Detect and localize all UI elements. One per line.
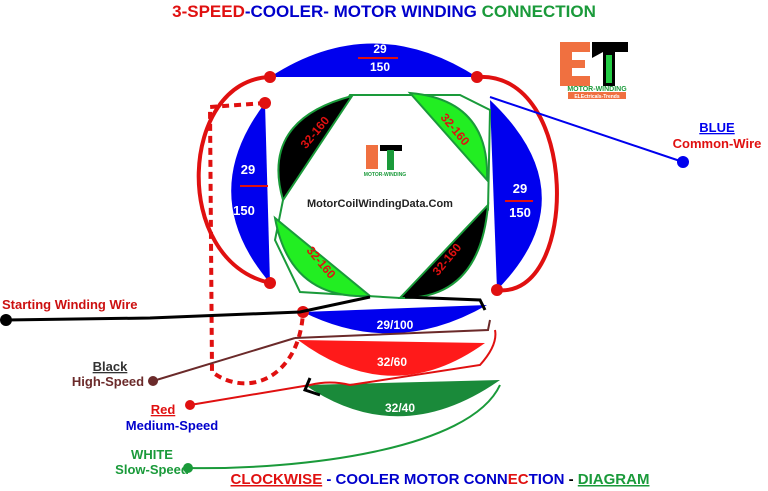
blue-label: BLUE (699, 120, 735, 135)
diagram-title: 3-SPEED-COOLER- MOTOR WINDING CONNECTION (172, 2, 596, 21)
start-red-dashed-loop (207, 101, 305, 386)
white-slow-speed-wire (187, 384, 501, 470)
green-speed-coil (305, 380, 500, 417)
svg-text:ELEctricals-Trends: ELEctricals-Trends (574, 94, 620, 100)
diagram-footer: CLOCKWISE - COOLER MOTOR CONNECTION - DI… (231, 471, 650, 488)
watermark: MotorCoilWindingData.Com (307, 198, 453, 210)
red-terminal[interactable] (185, 400, 195, 410)
medium-speed-label: Medium-Speed (126, 418, 219, 433)
center-logo: MOTOR-WINDING (364, 145, 407, 178)
right-main-coil (490, 100, 542, 290)
svg-text:MOTOR-WINDING: MOTOR-WINDING (567, 86, 627, 93)
right-coil-gauge: 150 (509, 205, 531, 220)
link-wire (302, 377, 321, 397)
left-red-loop (196, 75, 271, 285)
slow-speed-label: Slow-Speed (115, 462, 189, 477)
red-label: Red (151, 402, 176, 417)
blue-terminal[interactable] (677, 156, 689, 168)
top-main-coil (270, 43, 477, 77)
left-main-coil (231, 103, 270, 283)
black-high-speed-wire (152, 319, 491, 382)
start-wire-label: Starting Winding Wire (2, 297, 138, 312)
green-coil-label: 32/40 (385, 401, 415, 415)
white-terminal[interactable] (183, 463, 193, 473)
blue-common-wire (489, 96, 684, 163)
red-speed-coil (298, 340, 485, 376)
black-coil-label: 29/100 (377, 318, 414, 332)
white-label: WHITE (131, 447, 173, 462)
start-coil-4 (273, 215, 373, 298)
terminal-dots (259, 71, 503, 318)
common-wire-label: Common-Wire (673, 136, 762, 151)
left-coil-turns: 29 (241, 162, 255, 177)
top-coil-turns: 29 (373, 42, 387, 56)
right-red-loop (476, 74, 559, 293)
starting-winding-wire (5, 295, 487, 322)
right-coil-turns: 29 (513, 181, 527, 196)
top-coil-gauge: 150 (370, 60, 390, 74)
black-terminal[interactable] (148, 376, 158, 386)
svg-text:MOTOR-WINDING: MOTOR-WINDING (364, 172, 407, 178)
left-coil-gauge: 150 (233, 203, 255, 218)
black-label: Black (93, 359, 128, 374)
red-coil-label: 32/60 (377, 355, 407, 369)
start-coil-1 (277, 94, 355, 203)
start-terminal[interactable] (0, 314, 12, 326)
brand-logo: MOTOR-WINDING ELEctricals-Trends (560, 42, 628, 100)
high-speed-label: High-Speed (72, 374, 144, 389)
start-coil-2 (407, 91, 489, 183)
red-medium-speed-wire (189, 329, 497, 406)
bottom-black-speed-coil (303, 305, 487, 334)
